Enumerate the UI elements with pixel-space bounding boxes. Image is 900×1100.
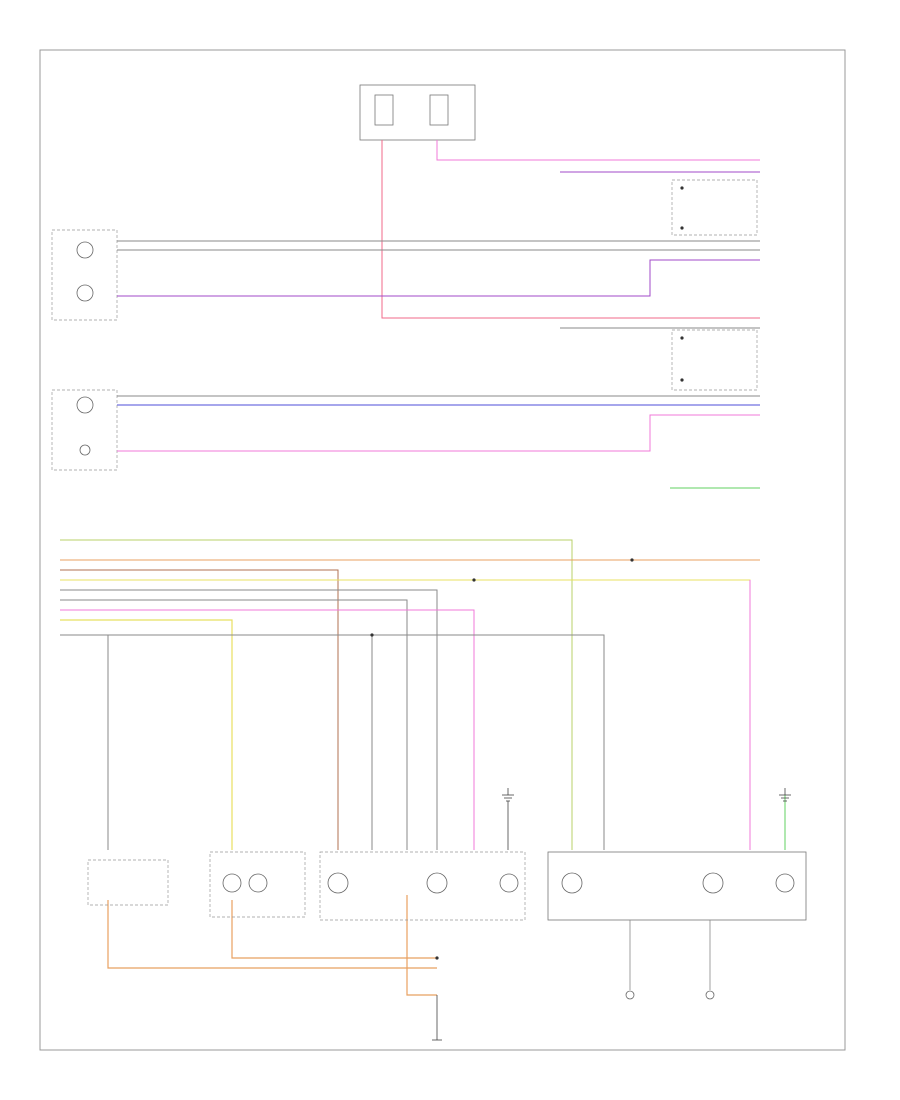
trunk-lamp	[87, 859, 169, 906]
wire-pink-1	[436, 140, 760, 161]
right-tail-lamp-assembly	[51, 389, 118, 471]
right-rear-lamp-assembly	[547, 851, 807, 921]
wire-red	[381, 140, 760, 319]
wire-gray-bus-1	[117, 240, 760, 329]
splice-dots	[370, 186, 684, 960]
diagram-frame	[39, 49, 846, 1051]
wire-violet-3	[117, 414, 760, 452]
ground-bottom-icon	[432, 995, 442, 1041]
wire-violet-2	[117, 259, 760, 297]
wire-brown-1	[60, 569, 339, 850]
wire-pink-2	[60, 609, 475, 850]
ground-right-icon	[779, 788, 791, 802]
ground-left-icon	[502, 788, 514, 850]
wire-green-1	[670, 487, 786, 850]
wire-yellow	[60, 619, 233, 850]
wire-gray-2	[60, 589, 438, 850]
left-rear-lamp-assembly	[319, 851, 526, 921]
wire-gray-3	[60, 634, 605, 850]
wire-orange-3	[406, 895, 437, 996]
power-distribution-box	[359, 84, 476, 141]
right-side-markers	[625, 920, 715, 1000]
wire-orange-2	[107, 900, 437, 969]
license-plate-lamp	[209, 851, 306, 918]
left-tail-lamp-assembly	[51, 229, 118, 321]
right-connector-stack-1	[671, 179, 758, 391]
wire-ygreen	[60, 539, 573, 850]
